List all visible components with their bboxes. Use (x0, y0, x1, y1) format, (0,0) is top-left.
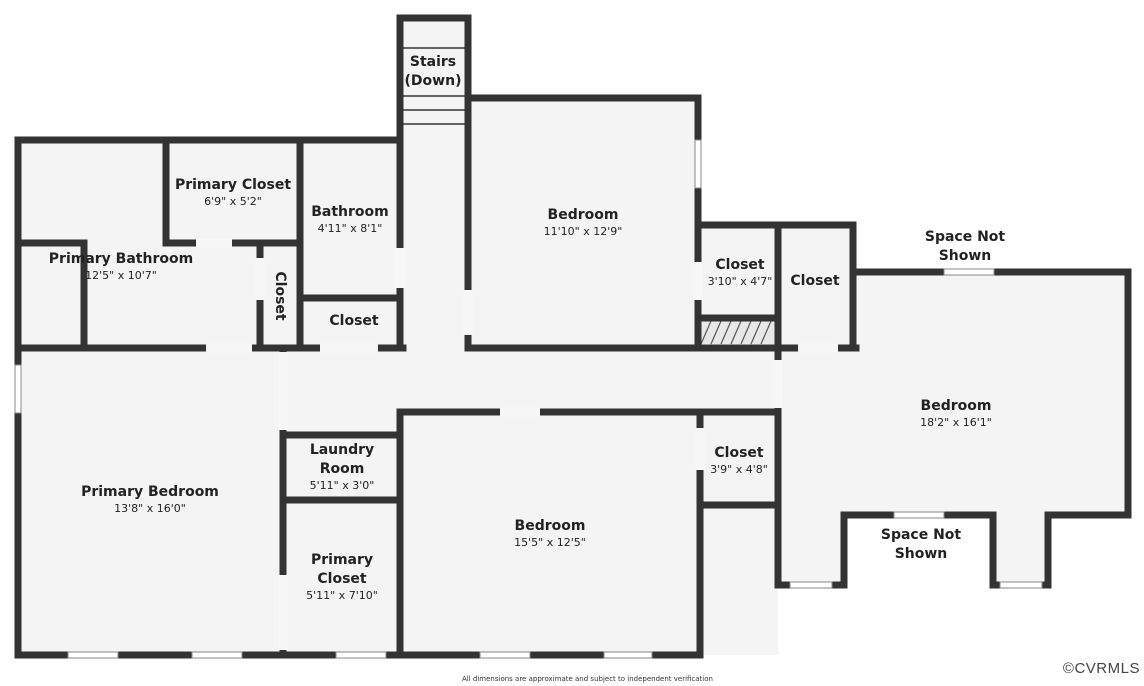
room-labels: Stairs (Down) Primary Closet 6'9" x 5'2"… (49, 54, 1006, 602)
closet-hall-name: Closet (329, 313, 379, 329)
space-not-shown-b-line2: Shown (895, 546, 948, 562)
bedroom-east-name: Bedroom (921, 398, 992, 414)
primary-closet-b-dims: 5'11" x 7'10" (306, 589, 378, 602)
primary-closet-b-line2: Closet (317, 571, 367, 587)
closet-c-name: Closet (790, 273, 840, 289)
closet-vertical-name: Closet (272, 271, 288, 321)
closet-d-name: Closet (714, 445, 764, 461)
space-not-shown-a-line2: Shown (939, 248, 992, 264)
bathroom-dims: 4'11" x 8'1" (318, 222, 383, 235)
space-not-shown-b-line1: Space Not (881, 527, 962, 543)
primary-bathroom-dims: 12'5" x 10'7" (85, 269, 157, 282)
floor-fill (18, 18, 1128, 655)
stairs-treads (402, 47, 466, 125)
bedroom-north-dims: 11'10" x 12'9" (544, 225, 623, 238)
bedroom-east-dims: 18'2" x 16'1" (920, 416, 992, 429)
primary-bathroom-name: Primary Bathroom (49, 251, 193, 267)
laundry-line2: Room (320, 461, 365, 477)
space-not-shown-a-line1: Space Not (925, 229, 1006, 245)
disclaimer-text: All dimensions are approximate and subje… (462, 675, 713, 683)
primary-closet-a-name: Primary Closet (175, 177, 291, 193)
copyright-text: ©CVRMLS (1062, 660, 1140, 677)
bedroom-south-name: Bedroom (515, 518, 586, 534)
bathroom-name: Bathroom (311, 204, 389, 220)
closet-d-dims: 3'9" x 4'8" (710, 463, 768, 476)
bedroom-south-dims: 15'5" x 12'5" (514, 536, 586, 549)
bedroom-north-name: Bedroom (548, 207, 619, 223)
closet-b-name: Closet (715, 257, 765, 273)
laundry-dims: 5'11" x 3'0" (310, 479, 375, 492)
laundry-line1: Laundry (310, 442, 374, 458)
primary-bedroom-name: Primary Bedroom (81, 484, 219, 500)
stairs-label-line1: Stairs (410, 54, 456, 70)
stairs-label-line2: (Down) (405, 73, 462, 89)
primary-bedroom-dims: 13'8" x 16'0" (114, 502, 186, 515)
door-openings (196, 238, 838, 650)
primary-closet-b-line1: Primary (311, 552, 373, 568)
windows (14, 139, 1043, 659)
hatched-area (700, 320, 775, 345)
closet-b-dims: 3'10" x 4'7" (708, 275, 773, 288)
primary-closet-a-dims: 6'9" x 5'2" (204, 195, 262, 208)
